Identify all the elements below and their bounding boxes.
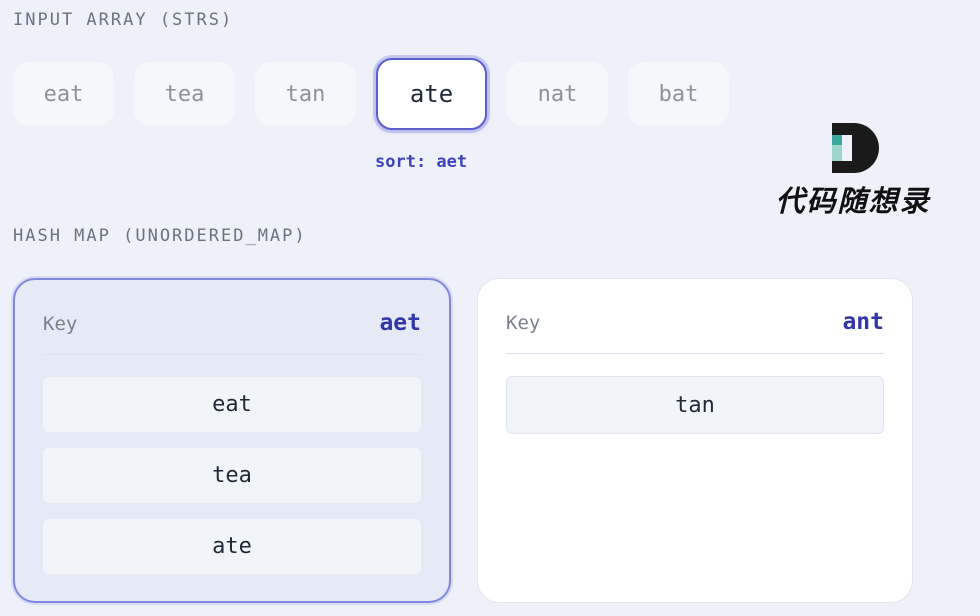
bucket-value: tan bbox=[506, 376, 884, 434]
array-chip[interactable]: tan bbox=[255, 62, 356, 126]
sort-annotation: sort: aet bbox=[375, 152, 468, 172]
array-chip[interactable]: bat bbox=[628, 62, 729, 126]
input-array: eat tea tan ate nat bat bbox=[13, 58, 729, 130]
bucket-values: tan bbox=[506, 376, 884, 434]
array-chip-active[interactable]: ate bbox=[376, 58, 487, 130]
key-value: ant bbox=[842, 309, 884, 335]
key-value: aet bbox=[379, 310, 421, 336]
array-chip[interactable]: eat bbox=[13, 62, 114, 126]
bucket-header: Key aet bbox=[43, 306, 421, 355]
key-label: Key bbox=[43, 313, 78, 335]
d-logo-icon bbox=[832, 123, 879, 173]
bucket-header: Key ant bbox=[506, 305, 884, 354]
input-array-title: INPUT ARRAY (STRS) bbox=[13, 10, 234, 30]
bucket-card[interactable]: Key ant tan bbox=[477, 278, 913, 603]
array-chip[interactable]: nat bbox=[507, 62, 608, 126]
bucket-value: tea bbox=[43, 448, 421, 503]
hash-map-title: HASH MAP (UNORDERED_MAP) bbox=[13, 226, 307, 246]
key-label: Key bbox=[506, 312, 541, 334]
bucket-card-selected[interactable]: Key aet eat tea ate bbox=[13, 278, 451, 603]
logo-wordmark: 代码随想录 bbox=[775, 184, 931, 218]
bucket-value: ate bbox=[43, 519, 421, 574]
bucket-values: eat tea ate bbox=[43, 377, 421, 574]
bucket-value: eat bbox=[43, 377, 421, 432]
array-chip[interactable]: tea bbox=[134, 62, 235, 126]
brand-logo: 代码随想录 bbox=[768, 120, 938, 218]
